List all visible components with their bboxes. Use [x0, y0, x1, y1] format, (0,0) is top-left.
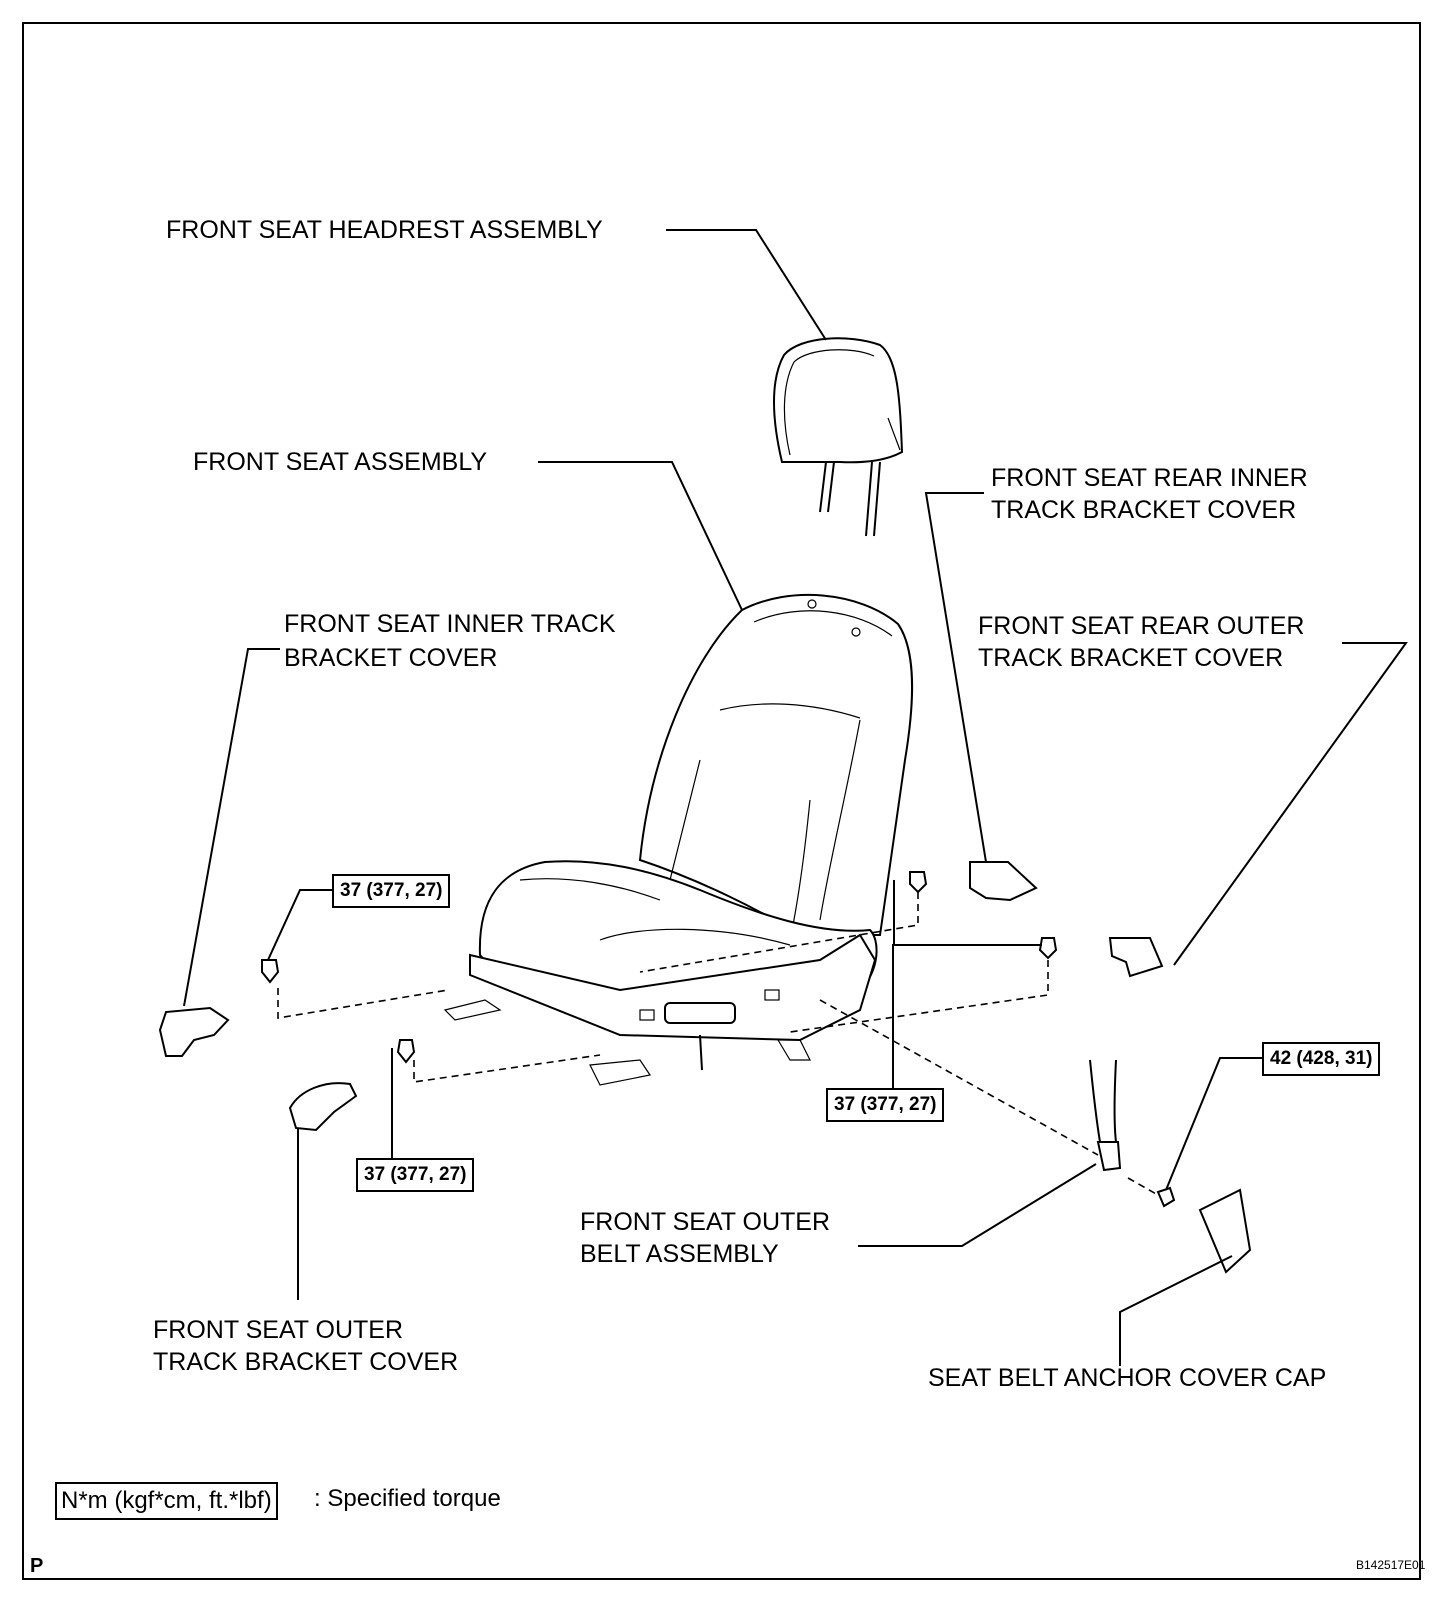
install-dash-lines	[277, 892, 1159, 1196]
label-seat: FRONT SEAT ASSEMBLY	[193, 448, 488, 476]
leader-lines	[183, 229, 1408, 1366]
label-inner-track-line2: BRACKET COVER	[284, 644, 498, 672]
rear-outer-cover-drawing	[1108, 937, 1164, 978]
torque-right-bolts: 37 (377, 27)	[826, 1088, 945, 1122]
torque-belt-bolt: 42 (428, 31)	[1262, 1042, 1381, 1076]
seat-cushion-drawing	[443, 860, 878, 1086]
outer-belt-drawing	[1089, 1059, 1122, 1172]
torque-left-bolt: 37 (377, 27)	[332, 874, 451, 908]
headrest-drawing	[773, 337, 904, 537]
label-rear-outer-line1: FRONT SEAT REAR OUTER	[978, 612, 1305, 640]
label-rear-inner-line2: TRACK BRACKET COVER	[991, 496, 1297, 524]
label-rear-inner-line1: FRONT SEAT REAR INNER	[991, 464, 1308, 492]
label-rear-outer-line2: TRACK BRACKET COVER	[978, 644, 1284, 672]
label-outer-track-line2: TRACK BRACKET COVER	[153, 1348, 459, 1376]
diagram-frame	[22, 22, 1421, 1580]
label-outer-belt-line2: BELT ASSEMBLY	[580, 1240, 779, 1268]
label-inner-track-line1: FRONT SEAT INNER TRACK	[284, 610, 616, 638]
inner-track-cover-drawing	[158, 1006, 230, 1057]
rear-inner-cover-drawing	[969, 861, 1038, 902]
corner-mark-left: P	[30, 1555, 44, 1577]
label-outer-belt-line1: FRONT SEAT OUTER	[580, 1208, 831, 1236]
legend-torque-unit: N*m (kgf*cm, ft.*lbf)	[55, 1482, 278, 1520]
bolts-drawing	[261, 871, 1176, 1208]
torque-front-bolt: 37 (377, 27)	[356, 1158, 475, 1192]
label-outer-track-line1: FRONT SEAT OUTER	[153, 1316, 404, 1344]
figure-code: B142517E01	[1356, 1558, 1426, 1572]
label-anchor-cap: SEAT BELT ANCHOR COVER CAP	[928, 1364, 1327, 1392]
label-headrest: FRONT SEAT HEADREST ASSEMBLY	[166, 216, 603, 244]
anchor-cover-cap-drawing	[1198, 1188, 1252, 1274]
outer-track-cover-drawing	[288, 1082, 358, 1132]
legend-description: : Specified torque	[314, 1485, 501, 1512]
